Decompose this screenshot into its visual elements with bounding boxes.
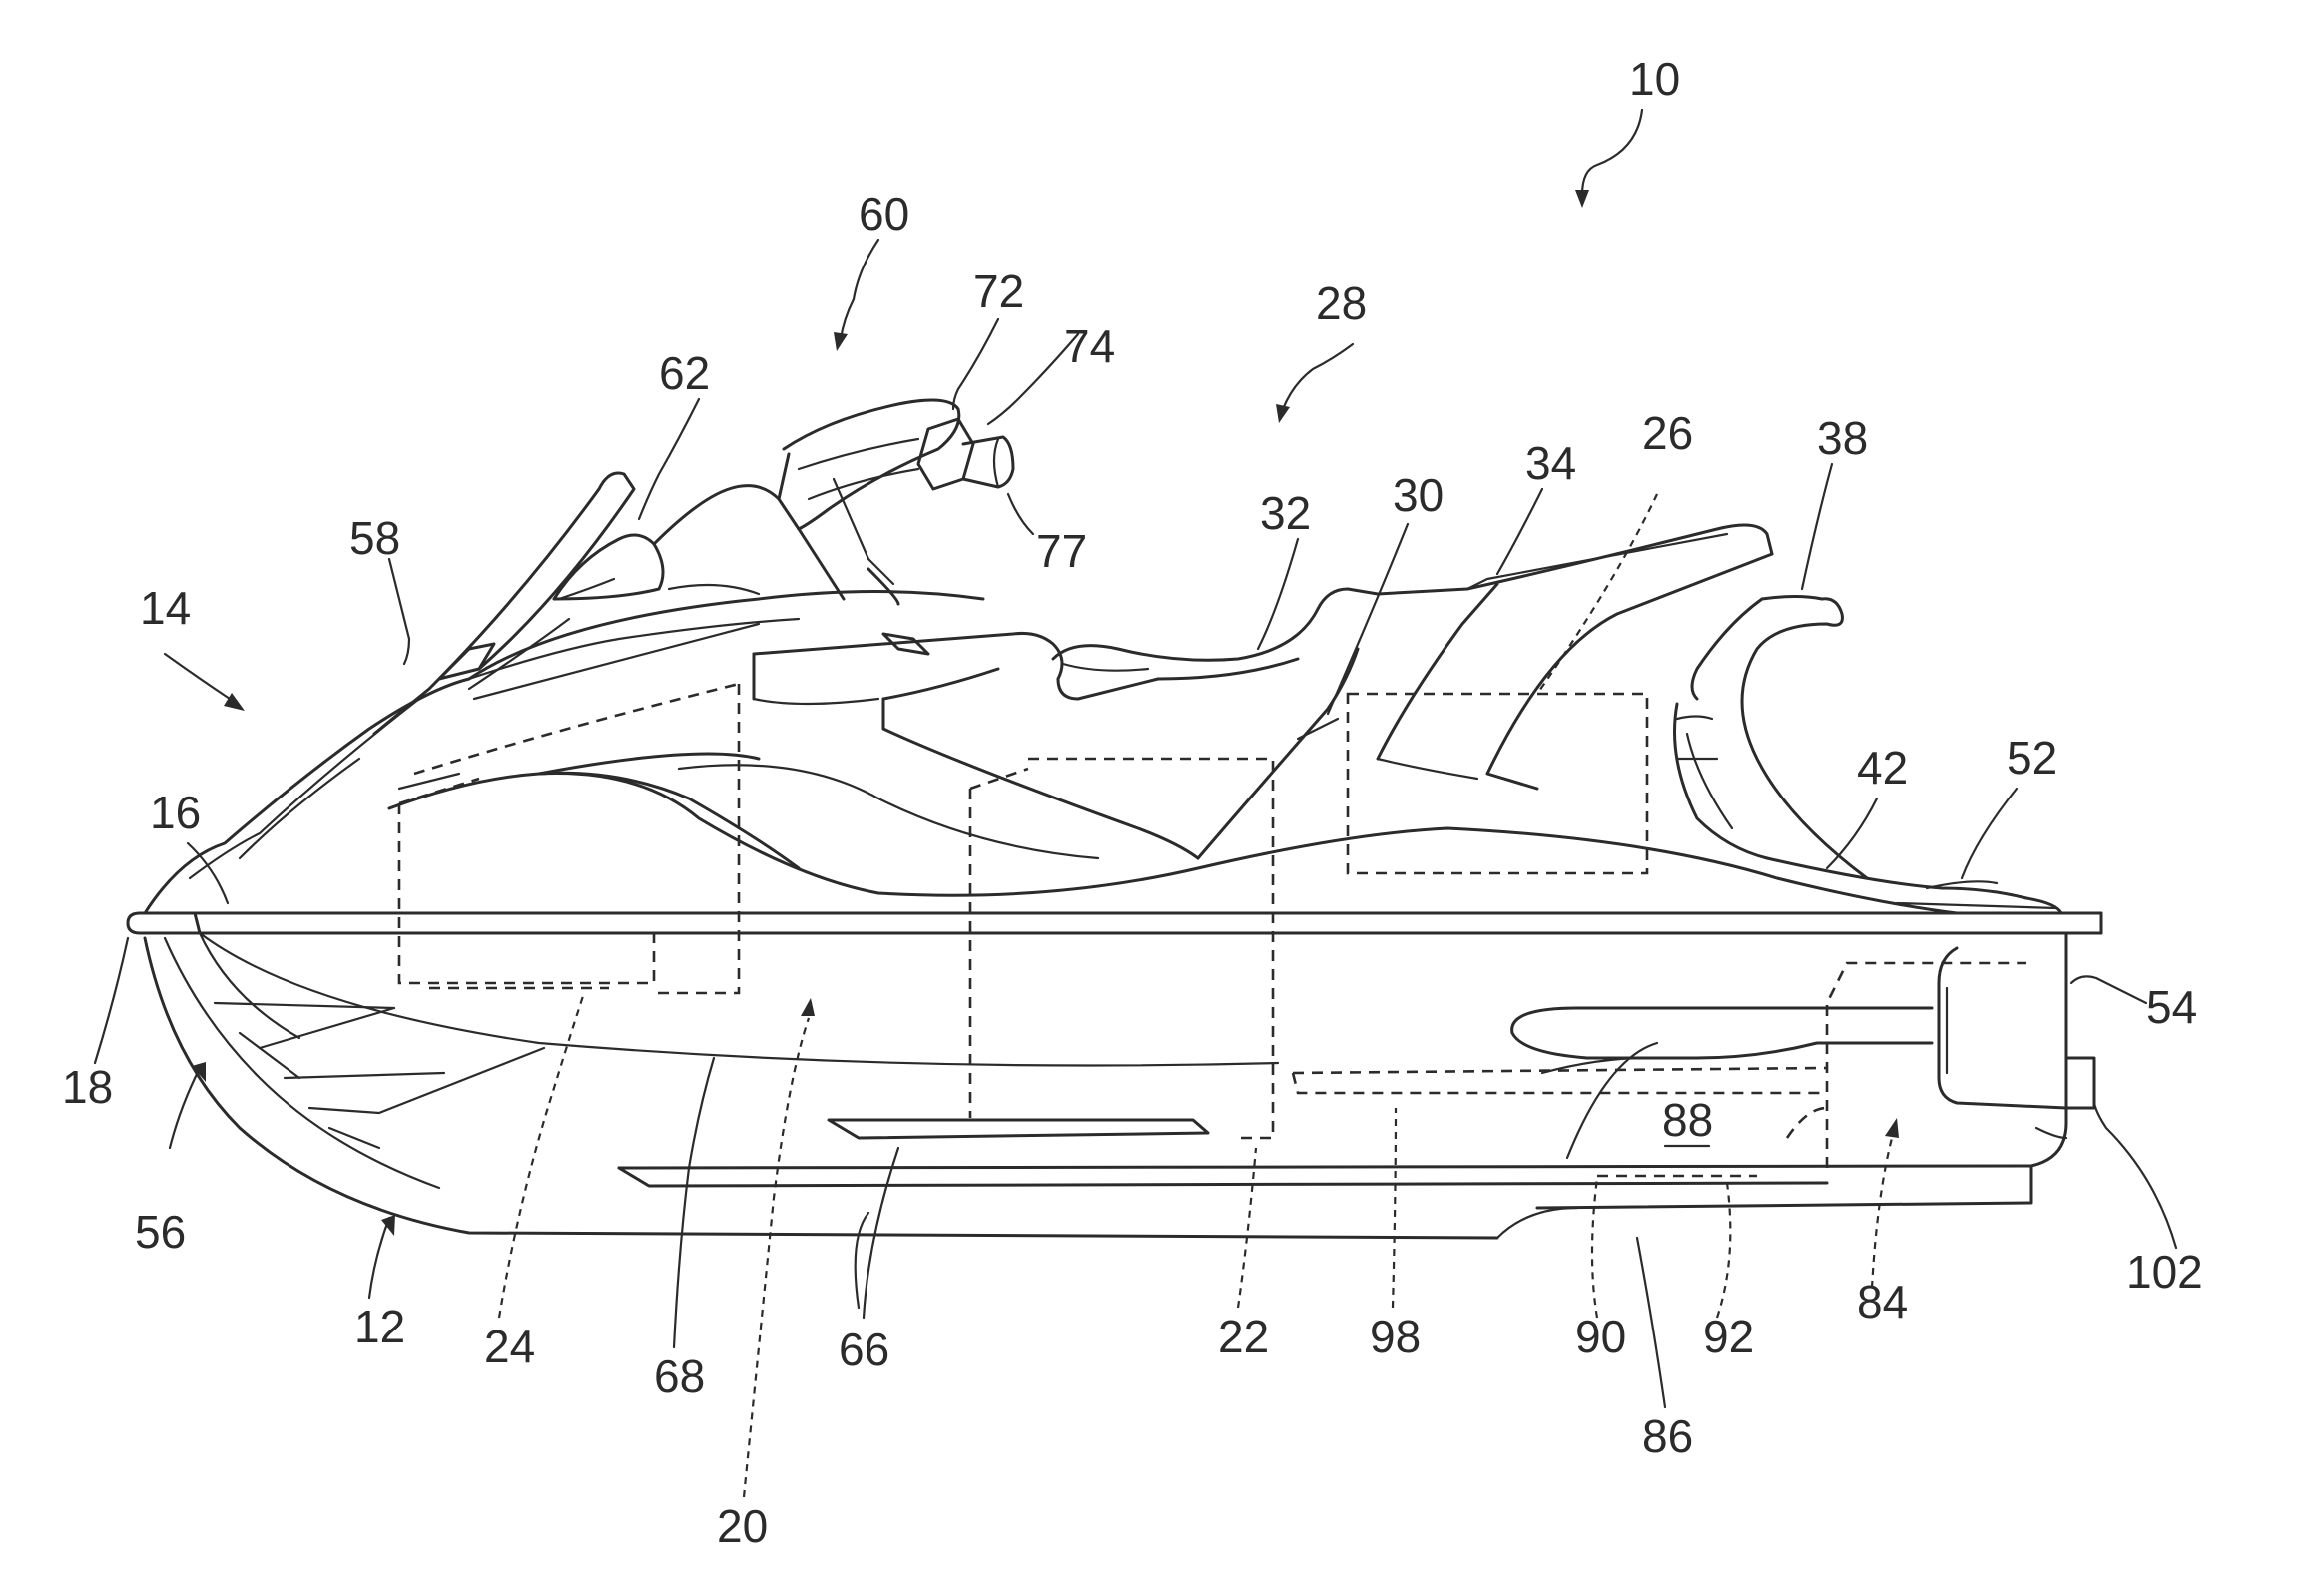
ref-88: 88 bbox=[1662, 1094, 1713, 1146]
ref-30: 30 bbox=[1393, 469, 1444, 521]
ref-34: 34 bbox=[1525, 437, 1576, 489]
ref-86: 86 bbox=[1642, 1410, 1693, 1462]
ref-102: 102 bbox=[2126, 1246, 2203, 1298]
ref-74: 74 bbox=[1064, 320, 1115, 372]
ref-38: 38 bbox=[1817, 412, 1868, 464]
ref-26: 26 bbox=[1642, 407, 1693, 459]
ref-42: 42 bbox=[1857, 742, 1908, 794]
ref-22: 22 bbox=[1218, 1311, 1269, 1362]
reference-numerals: 10 60 28 72 74 62 26 38 34 32 30 77 58 1… bbox=[62, 53, 2203, 1552]
ref-77: 77 bbox=[1036, 525, 1087, 577]
ref-32: 32 bbox=[1260, 487, 1311, 539]
ref-16: 16 bbox=[150, 787, 201, 838]
deck-14 bbox=[145, 400, 2061, 913]
ref-98: 98 bbox=[1370, 1311, 1421, 1362]
ref-72: 72 bbox=[973, 266, 1024, 317]
hull-12 bbox=[128, 913, 2101, 1238]
ref-12: 12 bbox=[354, 1301, 405, 1352]
ref-20: 20 bbox=[717, 1500, 768, 1552]
ref-10: 10 bbox=[1629, 53, 1680, 105]
ref-62: 62 bbox=[659, 347, 710, 399]
ref-84: 84 bbox=[1857, 1276, 1908, 1328]
ref-18: 18 bbox=[62, 1061, 113, 1113]
ref-68: 68 bbox=[654, 1350, 705, 1402]
ref-66: 66 bbox=[839, 1324, 889, 1375]
ref-56: 56 bbox=[135, 1206, 186, 1258]
ref-52: 52 bbox=[2007, 732, 2057, 784]
ref-60: 60 bbox=[859, 188, 909, 240]
ref-90: 90 bbox=[1575, 1311, 1626, 1362]
ref-54: 54 bbox=[2146, 981, 2197, 1033]
ref-28: 28 bbox=[1316, 277, 1367, 329]
ref-24: 24 bbox=[484, 1321, 535, 1372]
ref-14: 14 bbox=[140, 582, 191, 634]
ref-92: 92 bbox=[1703, 1311, 1754, 1362]
ref-58: 58 bbox=[349, 512, 400, 564]
